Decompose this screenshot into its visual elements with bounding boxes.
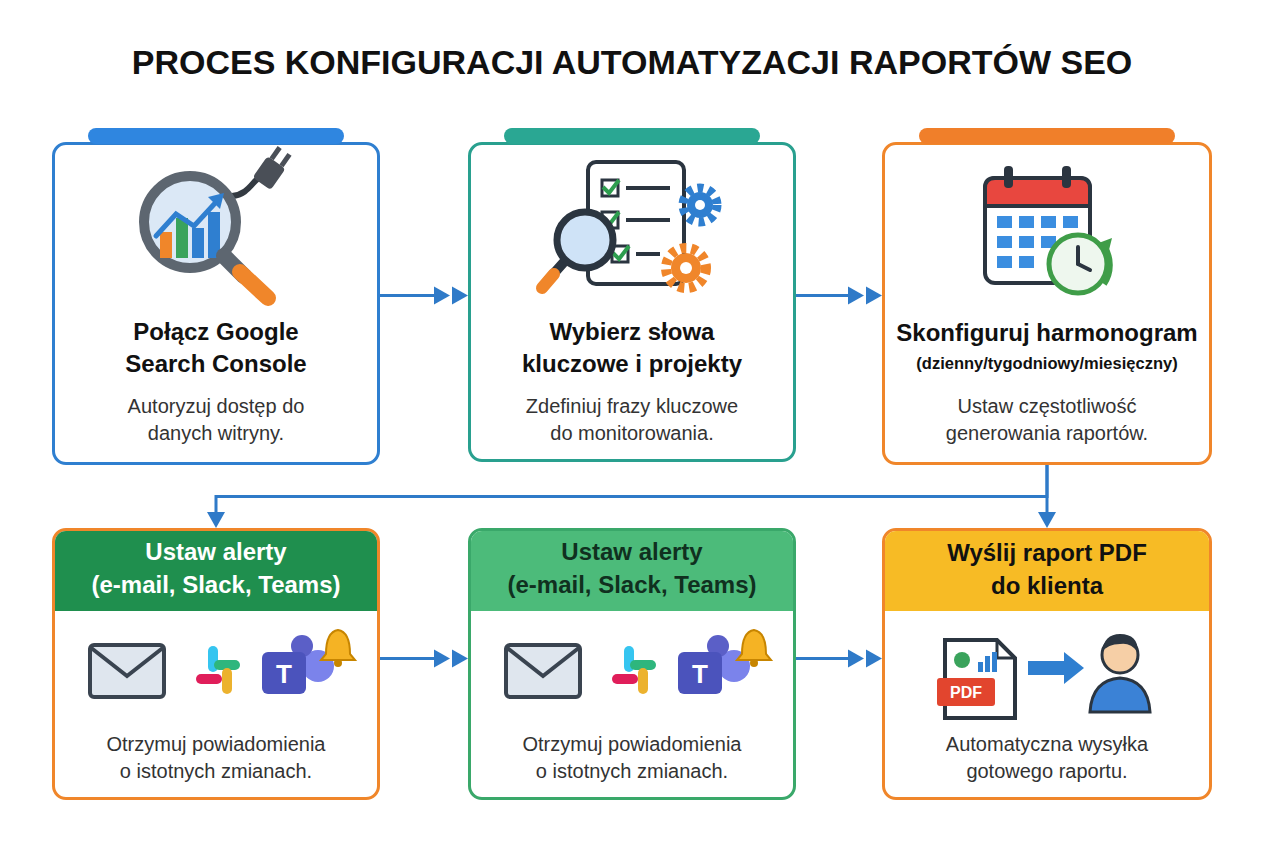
alert-box: Ustaw alerty(e-mail, Slack, Teams) Otrzym… (468, 528, 796, 800)
icon-letter: PDF (950, 685, 982, 701)
arrow-line (796, 657, 850, 660)
icon-letter: T (692, 661, 708, 687)
band-heading: Ustaw alerty (66, 536, 366, 568)
arrow-head (848, 287, 864, 305)
diagram-title: PROCES KONFIGURACJI AUTOMATYZACJI RAPORT… (0, 42, 1264, 82)
step-box: Skonfiguruj harmonogram (dzienny/tygodnio… (882, 142, 1212, 465)
flow-arrow (207, 465, 1047, 528)
step-description: Otrzymuj powiadomienia o istotnych zmian… (518, 731, 746, 785)
arrow-head (848, 650, 864, 668)
arrow-line (216, 465, 1047, 518)
band-heading: (e-mail, Slack, Teams) (482, 569, 782, 601)
step-box: Wybierz słowa kluczowe i projektyZdefini… (468, 142, 796, 462)
flow-arrow (380, 287, 468, 305)
arrow-line (1046, 465, 1049, 518)
arrow-line (380, 294, 436, 297)
step-heading: Połącz Google Search Console (96, 316, 336, 380)
arrow-head (866, 287, 882, 305)
step-subheading: (dzienny/tygodniowy/miesięczny) (885, 352, 1209, 374)
step-heading: Skonfiguruj harmonogram (887, 317, 1207, 349)
alert-box: Wyślij raport PDF do klientaAutomatyczna… (882, 528, 1212, 800)
step-box: Połącz Google Search ConsoleAutoryzuj do… (52, 142, 380, 465)
arrow-head (207, 512, 225, 528)
step-description: Zdefiniuj frazy kluczowe do monitorowani… (518, 393, 746, 447)
step-heading: Wybierz słowa kluczowe i projekty (501, 316, 763, 380)
arrow-head (866, 650, 882, 668)
step-description: Otrzymuj powiadomienia o istotnych zmian… (102, 731, 330, 785)
arrow-head (452, 650, 468, 668)
flow-arrow (1038, 465, 1056, 528)
arrow-line (796, 294, 850, 297)
band-heading: Wyślij raport PDF do klienta (940, 536, 1155, 602)
step-description: Automatyczna wysyłka gotowego raportu. (931, 731, 1163, 785)
arrow-head (434, 287, 450, 305)
step-description: Ustaw częstotliwość generowania raportów… (933, 393, 1161, 447)
band-heading: (e-mail, Slack, Teams) (66, 569, 366, 601)
alert-box: Ustaw alerty(e-mail, Slack, Teams) Otrzym… (52, 528, 380, 800)
arrow-head (452, 287, 468, 305)
arrow-line (380, 657, 436, 660)
arrow-head (434, 650, 450, 668)
step-description: Autoryzuj dostęp do danych witryny. (109, 393, 324, 447)
flow-arrow (380, 650, 468, 668)
arrow-head (1038, 512, 1056, 528)
icon-letter: T (276, 661, 292, 687)
flow-arrow (796, 650, 882, 668)
flow-arrow (796, 287, 882, 305)
band-heading: Ustaw alerty (482, 536, 782, 568)
